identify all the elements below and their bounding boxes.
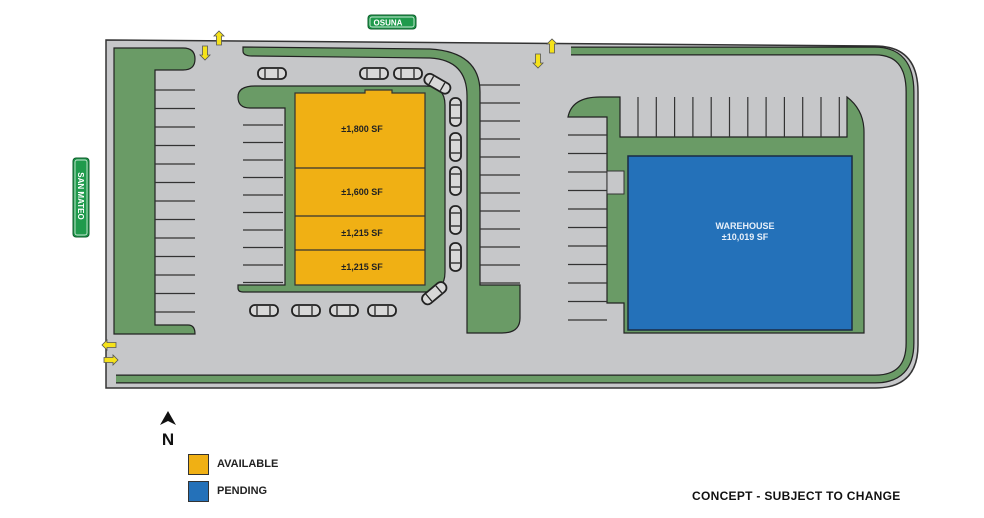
legend-swatch-available (188, 454, 209, 475)
car-icon (257, 67, 287, 80)
unit-1-label: ±1,800 SF (341, 124, 383, 134)
car-icon (359, 67, 389, 80)
landscape-perimeter (116, 47, 914, 383)
concept-note: CONCEPT - SUBJECT TO CHANGE (692, 489, 901, 503)
landscape-west (113, 47, 196, 335)
car-icon (329, 304, 359, 317)
car-icon (393, 67, 423, 80)
north-arrow: N (160, 411, 176, 449)
warehouse-building: WAREHOUSE ±10,019 SF (627, 155, 853, 331)
street-sign-osuna: OSUNA (367, 14, 417, 30)
unit-3-label: ±1,215 SF (341, 228, 383, 238)
svg-text:SAN MATEO: SAN MATEO (76, 172, 85, 219)
unit-4-label: ±1,215 SF (341, 262, 383, 272)
car-icon (291, 304, 321, 317)
street-sign-san-mateo: SAN MATEO (72, 157, 90, 238)
legend-label-available: AVAILABLE (217, 458, 279, 470)
car-icon (449, 166, 462, 196)
landscape-center (242, 46, 521, 334)
unit-2-label: ±1,600 SF (341, 187, 383, 197)
svg-text:OSUNA: OSUNA (374, 19, 403, 28)
car-icon (449, 132, 462, 162)
car-icon (367, 304, 397, 317)
north-label: N (162, 430, 174, 449)
car-icon (249, 304, 279, 317)
car-icon (449, 242, 462, 272)
warehouse-area: ±10,019 SF (722, 232, 769, 242)
warehouse-name: WAREHOUSE (715, 221, 774, 231)
car-icon (449, 97, 462, 127)
legend-label-pending: PENDING (217, 485, 268, 497)
car-icon (449, 205, 462, 235)
retail-building: ±1,800 SF ±1,600 SF ±1,215 SF ±1,215 SF (294, 89, 426, 286)
legend-swatch-pending (188, 481, 209, 502)
